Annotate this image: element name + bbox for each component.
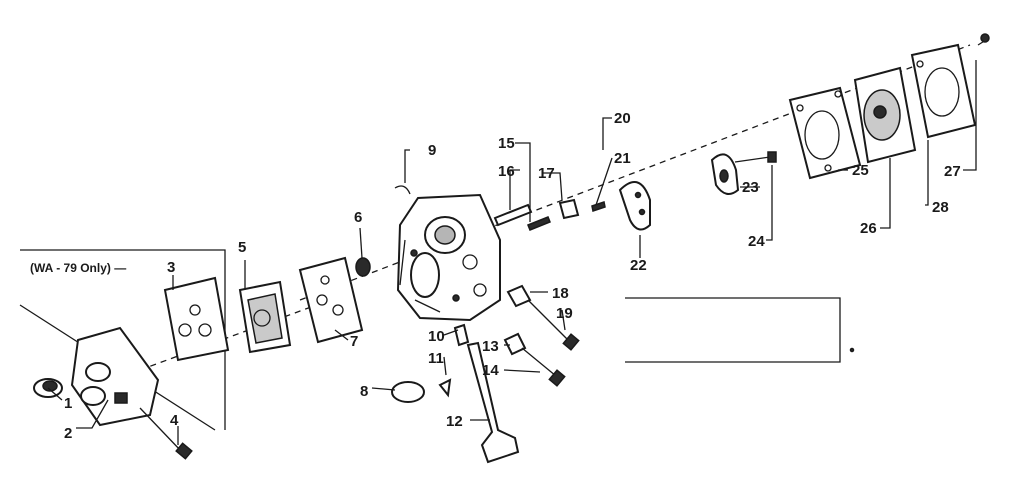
part-27-screw [977, 33, 990, 46]
callout-2: 2 [64, 425, 72, 442]
callout-4: 4 [170, 412, 179, 429]
part-26-diaphragm [853, 66, 917, 164]
blank-lines [625, 297, 855, 363]
callout-17: 17 [538, 165, 555, 182]
part-11-check [438, 378, 452, 398]
part-12-lever [466, 341, 520, 464]
callout-28: 28 [932, 199, 949, 216]
callout-24: 24 [748, 233, 765, 250]
callout-18: 18 [552, 285, 569, 302]
carburetor-body [396, 193, 501, 322]
callout-7: 7 [350, 333, 358, 350]
part-4-screw [139, 407, 193, 460]
part-9-clip [394, 185, 411, 195]
lower-axis-line [139, 299, 331, 371]
part-10-needle [453, 323, 470, 347]
callout-20: 20 [614, 110, 631, 127]
part-5-diaphragm [238, 280, 292, 354]
part-18-spring [506, 284, 532, 308]
callout-21: 21 [614, 150, 631, 167]
part-3-gasket [163, 276, 230, 362]
wa79-note: (WA - 79 Only) — [30, 261, 126, 275]
part-22-plate [618, 181, 651, 231]
callout-22: 22 [630, 257, 647, 274]
part-16-pin [493, 203, 533, 227]
part-6-seat [355, 257, 371, 277]
part-13-spring [503, 332, 527, 356]
callout-26: 26 [860, 220, 877, 237]
callout-14: 14 [482, 362, 499, 379]
callout-25: 25 [852, 162, 869, 179]
callout-19: 19 [556, 305, 573, 322]
part-28-cover [910, 43, 977, 139]
callout-23: 23 [742, 179, 759, 196]
part-21-screw [591, 201, 606, 212]
callout-3: 3 [167, 259, 175, 276]
part-15-spring [527, 216, 551, 231]
part-23-disc [710, 153, 740, 195]
callout-9: 9 [428, 142, 436, 159]
callout-16: 16 [498, 163, 515, 180]
callout-1: 1 [64, 395, 72, 412]
callout-8: 8 [360, 383, 368, 400]
callout-15: 15 [498, 135, 515, 152]
callout-10: 10 [428, 328, 445, 345]
part-14-screw [521, 347, 566, 387]
part-2-cover [70, 326, 160, 427]
part-17-lever [558, 198, 580, 220]
callout-5: 5 [238, 239, 246, 256]
part-7-gasket [298, 256, 364, 344]
leader-lines [47, 60, 977, 445]
part-8-disc [391, 381, 425, 403]
part-19-screw [527, 299, 580, 351]
part-24-screw [734, 151, 777, 163]
callout-6: 6 [354, 209, 362, 226]
callout-13: 13 [482, 338, 499, 355]
callout-11: 11 [428, 350, 444, 367]
callout-27: 27 [944, 163, 961, 180]
callout-12: 12 [446, 413, 463, 430]
part-25-gasket [788, 86, 862, 180]
